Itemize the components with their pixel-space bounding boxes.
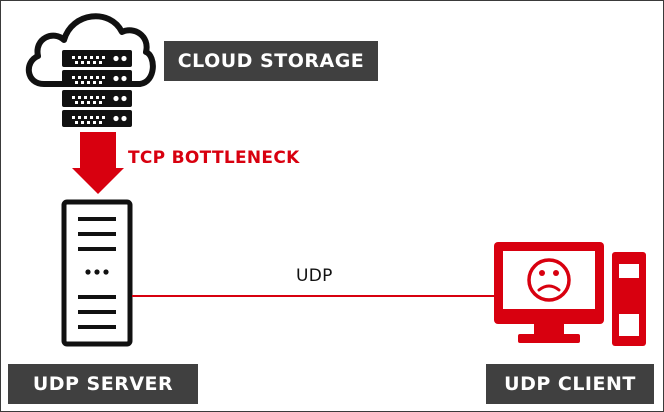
server-rack-icon: [62, 50, 132, 127]
cloud-storage-icon: [26, 13, 156, 127]
udp-client-label: UDP CLIENT: [486, 364, 654, 404]
tcp-bottleneck-label: TCP BOTTLENECK: [128, 148, 300, 168]
udp-link-label: UDP: [296, 266, 333, 286]
sad-computer-icon: [494, 242, 646, 346]
cloud-storage-label: CLOUD STORAGE: [164, 41, 378, 81]
server-tower-icon: [61, 199, 133, 347]
down-arrow-icon: [72, 132, 124, 194]
udp-server-label: UDP SERVER: [8, 364, 198, 404]
